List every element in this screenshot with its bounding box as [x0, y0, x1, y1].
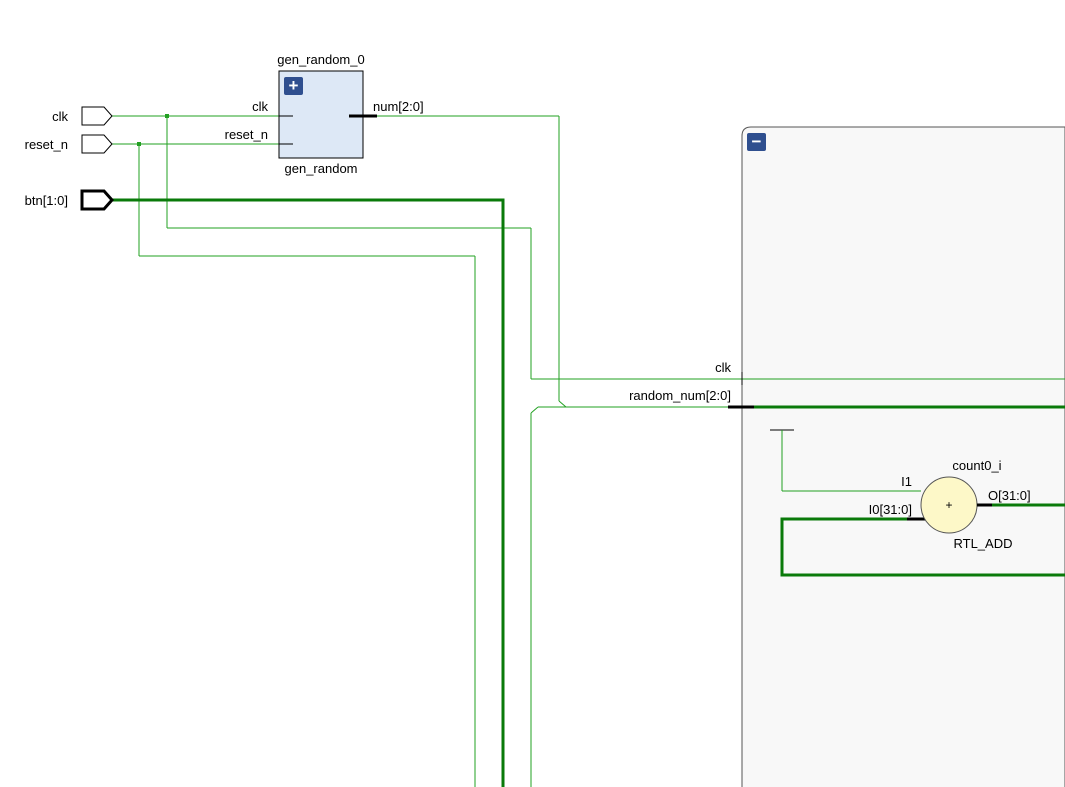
- adder-type-name: RTL_ADD: [953, 536, 1012, 551]
- net-reset_n[interactable]: [112, 142, 476, 787]
- expand-cell-button[interactable]: +: [284, 76, 303, 95]
- plus-icon: +: [289, 76, 299, 95]
- adder-pin-label-o: O[31:0]: [988, 488, 1031, 503]
- net-junction: [137, 142, 141, 146]
- adder-instance-name: count0_i: [952, 458, 1001, 473]
- pin-label-reset_n: reset_n: [225, 127, 268, 142]
- port-clk[interactable]: clk: [52, 106, 113, 126]
- net-random-segment[interactable]: [558, 400, 567, 408]
- net-clk[interactable]: [112, 114, 1065, 380]
- port-label-btn: btn[1:0]: [25, 193, 68, 208]
- block-pin-label-clk: clk: [715, 360, 731, 375]
- port-btn[interactable]: btn[1:0]: [25, 189, 115, 211]
- cell-instance-name: gen_random_0: [277, 52, 364, 67]
- collapse-button-bg: [747, 133, 766, 151]
- hierarchy-block[interactable]: [741, 126, 1065, 787]
- cell-module-name: gen_random: [285, 161, 358, 176]
- adder-pin-label-i1: I1: [901, 474, 912, 489]
- net-btn-bus[interactable]: [112, 198, 505, 787]
- pin-label-num: num[2:0]: [373, 99, 424, 114]
- net-random-segment[interactable]: [530, 406, 539, 414]
- adder-plus-icon: +: [945, 498, 952, 512]
- port-label-reset_n: reset_n: [25, 137, 68, 152]
- port-label-clk: clk: [52, 109, 68, 124]
- port-reset_n[interactable]: reset_n: [25, 134, 113, 154]
- input-port-symbol[interactable]: [81, 106, 113, 126]
- net-random-num[interactable]: [377, 115, 728, 787]
- net-junction: [165, 114, 169, 118]
- input-port-symbol[interactable]: [81, 134, 113, 154]
- expand-button-bg: [284, 77, 303, 95]
- collapse-block-button[interactable]: −: [747, 132, 766, 151]
- adder-pin-label-i0: I0[31:0]: [869, 502, 912, 517]
- net-count-feedback-bus[interactable]: [780, 517, 1065, 577]
- cell-count0-adder[interactable]: count0_i I1 I0[31:0] + O[31:0] RTL_ADD: [869, 458, 1031, 551]
- cell-gen-random[interactable]: gen_random_0 + clk reset_n num[2:0] gen_…: [225, 52, 424, 176]
- collapse-icon: −: [752, 132, 762, 151]
- block-pin-label-random-num: random_num[2:0]: [629, 388, 731, 403]
- pin-label-clk: clk: [252, 99, 268, 114]
- input-bus-port-symbol[interactable]: [80, 189, 115, 211]
